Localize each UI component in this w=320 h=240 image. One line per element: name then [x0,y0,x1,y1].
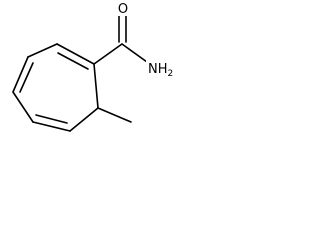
bond-carbonyl-nitrogen [121,43,148,63]
bond-c2-c3 [27,43,58,58]
bond-c1-c2 [56,43,95,65]
bond-c3-c4 [12,56,29,93]
bond-c7-c1 [93,63,99,109]
amide-nitrogen-label: NH2 [148,62,173,79]
nh2-subscript: 2 [168,69,174,79]
bond-c4-c5 [12,91,34,123]
bond-c5-c6 [32,121,71,132]
oxygen-label: O [118,2,128,17]
bond-c6-c7 [69,107,99,132]
bond-c1-c2-inner [57,52,89,70]
methyl-bond [97,107,132,123]
bond-c1-carbonyl [93,43,123,65]
chemical-structure-diagram: O NH2 [12,1,180,132]
bond-c5-c6-inner [35,114,68,124]
carboxamide-group: O NH2 [93,1,180,79]
amide-nitrogen-label-mask [146,60,180,77]
cycloheptatriene-ring [12,43,99,132]
oxygen-label-mask [117,1,130,16]
bond-c3-c4-inner [19,62,34,93]
nh-text: NH [148,62,168,77]
